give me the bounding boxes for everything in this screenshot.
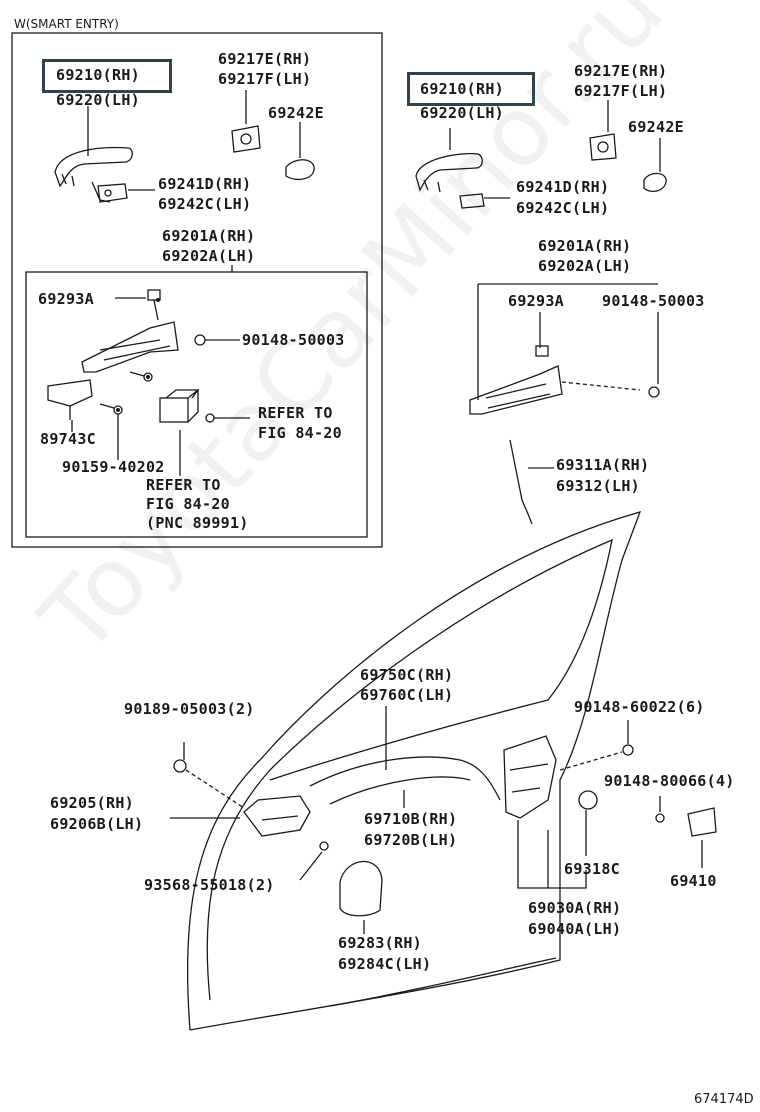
lock-assembly-subframe	[25, 271, 368, 538]
part-label-69312[interactable]: 69312(LH)	[556, 477, 640, 495]
part-label-69217f-right[interactable]: 69217F(LH)	[574, 82, 668, 100]
highlight-box-left	[42, 59, 172, 93]
part-label-69220-lh-right[interactable]: 69220(LH)	[420, 104, 504, 122]
refer-note-1-line1: REFER TO	[258, 404, 333, 422]
highlight-box-right	[407, 72, 535, 106]
part-label-90189-05003[interactable]: 90189-05003(2)	[124, 700, 255, 718]
part-label-69750c[interactable]: 69750C(RH)	[360, 666, 454, 684]
touch-sensor-part-left	[159, 397, 189, 423]
part-label-69760c[interactable]: 69760C(LH)	[360, 686, 454, 704]
part-label-69241d-left[interactable]: 69241D(RH)	[158, 175, 252, 193]
figure-id: 674174D	[694, 1092, 754, 1107]
smart-entry-inset-frame	[11, 32, 383, 548]
part-label-69210-rh-left[interactable]: 69210(RH)	[56, 66, 140, 84]
refer-note-1-line2: FIG 84-20	[258, 424, 342, 442]
part-label-69311a[interactable]: 69311A(RH)	[556, 456, 650, 474]
key-cylinder-cap-part-right	[589, 133, 617, 161]
part-label-90148-60022[interactable]: 90148-60022(6)	[574, 698, 705, 716]
part-label-90148-50003-right[interactable]: 90148-50003	[602, 292, 705, 310]
part-label-69293a-right[interactable]: 69293A	[508, 292, 564, 310]
part-label-69284c[interactable]: 69284C(LH)	[338, 955, 432, 973]
door-handle-frame-part-right	[469, 365, 563, 415]
part-label-69040a[interactable]: 69040A(LH)	[528, 920, 622, 938]
part-label-69242e-right[interactable]: 69242E	[628, 118, 684, 136]
part-label-69217e-left[interactable]: 69217E(RH)	[218, 50, 312, 68]
inset-title: W(SMART ENTRY)	[14, 17, 119, 31]
refer-note-2-line1: REFER TO	[146, 476, 221, 494]
part-label-90148-50003-left[interactable]: 90148-50003	[242, 331, 345, 349]
lock-cable-part	[309, 756, 501, 801]
part-label-69720b[interactable]: 69720B(LH)	[364, 831, 458, 849]
part-label-69202a-right[interactable]: 69202A(LH)	[538, 257, 632, 275]
refer-note-2-line3: (PNC 89991)	[146, 514, 249, 532]
part-label-69283[interactable]: 69283(RH)	[338, 934, 422, 952]
part-label-69205[interactable]: 69205(RH)	[50, 794, 134, 812]
inside-handle-bezel-part	[339, 860, 383, 917]
inside-handle-part	[243, 795, 311, 837]
part-label-69210-rh-right[interactable]: 69210(RH)	[420, 80, 504, 98]
antenna-bracket-part-left	[47, 379, 93, 407]
door-striker-part	[687, 807, 717, 837]
part-label-69217e-right[interactable]: 69217E(RH)	[574, 62, 668, 80]
part-label-69201a-left[interactable]: 69201A(RH)	[162, 227, 256, 245]
part-label-69410[interactable]: 69410	[670, 872, 717, 890]
lock-rod-part	[509, 439, 533, 525]
part-label-90159-40202[interactable]: 90159-40202	[62, 458, 165, 476]
part-label-89743c[interactable]: 89743C	[40, 430, 96, 448]
cylinder-gasket-part-right	[643, 172, 667, 193]
handle-pad-part-left	[97, 183, 128, 203]
door-window-frame-outline	[186, 511, 642, 1031]
part-label-69206b[interactable]: 69206B(LH)	[50, 815, 144, 833]
door-lock-assembly-part	[503, 735, 557, 819]
part-label-69242e-left[interactable]: 69242E	[268, 104, 324, 122]
part-label-69242c-left[interactable]: 69242C(LH)	[158, 195, 252, 213]
handle-pad-part-right	[459, 193, 485, 209]
part-label-93568-55018[interactable]: 93568-55018(2)	[144, 876, 275, 894]
part-label-69710b[interactable]: 69710B(RH)	[364, 810, 458, 828]
part-label-69220-lh-left[interactable]: 69220(LH)	[56, 91, 140, 109]
part-label-69217f-left[interactable]: 69217F(LH)	[218, 70, 312, 88]
part-label-69241d-right[interactable]: 69241D(RH)	[516, 178, 610, 196]
outside-handle-part-left	[54, 146, 133, 188]
part-label-69030a[interactable]: 69030A(RH)	[528, 899, 622, 917]
door-handle-frame-part-left	[81, 321, 179, 373]
key-cylinder-cap-part-left	[231, 125, 261, 153]
part-label-90148-80066[interactable]: 90148-80066(4)	[604, 772, 735, 790]
cylinder-gasket-part-left	[285, 159, 315, 181]
outside-handle-part-right	[415, 152, 483, 192]
part-label-69242c-right[interactable]: 69242C(LH)	[516, 199, 610, 217]
refer-note-2-line2: FIG 84-20	[146, 495, 230, 513]
part-label-69293a-left[interactable]: 69293A	[38, 290, 94, 308]
part-label-69318c[interactable]: 69318C	[564, 860, 620, 878]
part-label-69201a-right[interactable]: 69201A(RH)	[538, 237, 632, 255]
part-label-69202a-left[interactable]: 69202A(LH)	[162, 247, 256, 265]
